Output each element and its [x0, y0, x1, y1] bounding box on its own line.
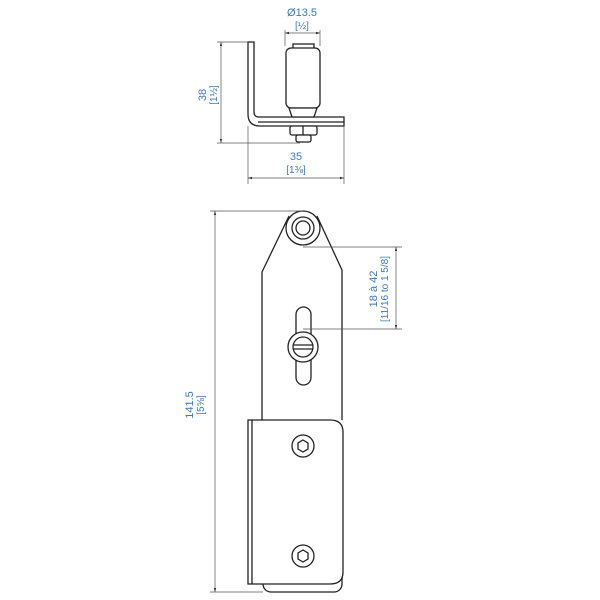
bolt-end	[295, 134, 312, 143]
hex-bolt	[291, 544, 315, 568]
roller-body	[285, 47, 321, 109]
width-label: 35	[290, 151, 302, 163]
length-label: 141.5	[184, 391, 196, 419]
adjustment-plate	[261, 215, 343, 420]
width-inch: [1⅜]	[286, 165, 306, 176]
height-label: 38	[197, 89, 209, 101]
height-inch: [1½]	[209, 85, 220, 105]
mounting-bracket	[247, 419, 344, 585]
diameter-label: Ø13.5	[287, 7, 317, 19]
adjust-label: 18 à 42	[368, 271, 380, 308]
length-inch: [5⅝]	[196, 395, 207, 415]
front-view: 141.5 [5⅝] 18 à 42 [11/16 to 1 5/8]	[184, 210, 402, 593]
top-view: Ø13.5 [½] 38 [1½] 35 [1⅜]	[197, 7, 345, 184]
angle-bracket-side	[247, 41, 345, 127]
hex-bolt	[291, 434, 315, 458]
roller-stem	[288, 107, 318, 118]
diameter-inch: [½]	[295, 21, 309, 32]
adjust-inch: [11/16 to 1 5/8]	[380, 256, 391, 322]
roller	[285, 210, 321, 246]
